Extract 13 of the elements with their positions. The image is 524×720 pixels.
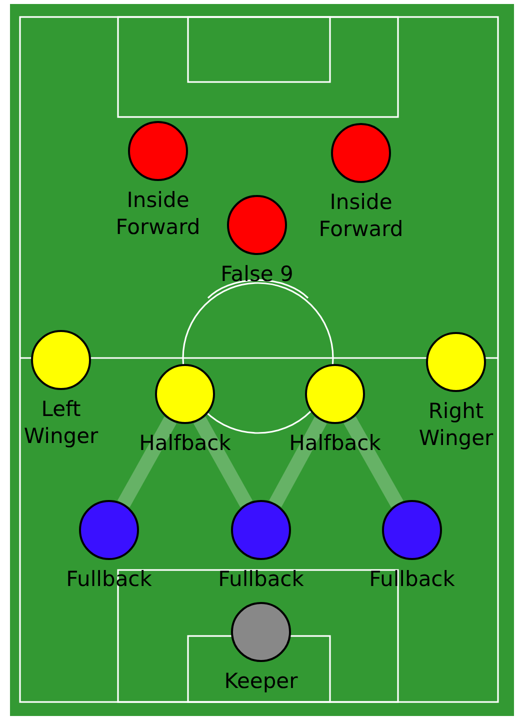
player-label: Inside Forward (114, 187, 202, 241)
connector-band (344, 416, 404, 508)
player-label: Keeper (223, 668, 299, 695)
player-label: Halfback (138, 430, 232, 457)
connector-band (118, 416, 176, 508)
connector-band (194, 416, 252, 508)
connector-band (269, 417, 327, 507)
player-label: False 9 (220, 261, 294, 288)
player-label: Right Winger (418, 398, 494, 452)
player-label: Left Winger (22, 396, 100, 450)
player-label: Inside Forward (318, 189, 404, 243)
player-label: Fullback (217, 566, 305, 593)
player-label: Halfback (288, 430, 382, 457)
